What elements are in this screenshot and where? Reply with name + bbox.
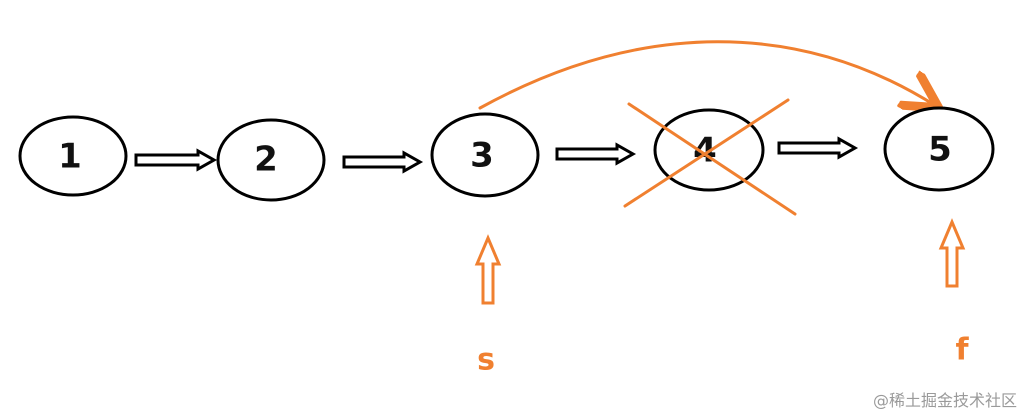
node-label: 1: [58, 137, 82, 177]
link-arrow-4-5: [777, 136, 859, 160]
node-label: 4: [693, 131, 717, 171]
link-arrow-1-2: [134, 148, 218, 172]
pointer-arrow-f: [938, 218, 966, 288]
node-label: 2: [254, 140, 278, 180]
list-node-2: 2: [216, 118, 326, 202]
watermark-text: @稀土掘金技术社区: [872, 391, 1017, 410]
list-node-1: 1: [18, 115, 128, 197]
link-arrow-3-4: [555, 142, 637, 166]
bypass-link-arrow: [478, 40, 936, 108]
link-arrow-2-3: [342, 150, 424, 174]
pointer-label-f: f: [955, 333, 969, 368]
pointer-label-s: s: [477, 343, 495, 378]
list-node-3: 3: [430, 112, 540, 198]
cross-out-mark: [623, 98, 797, 216]
node-label: 5: [928, 130, 952, 170]
pointer-arrow-s: [474, 234, 502, 305]
list-node-5: 5: [883, 106, 995, 192]
node-label: 3: [470, 136, 494, 176]
